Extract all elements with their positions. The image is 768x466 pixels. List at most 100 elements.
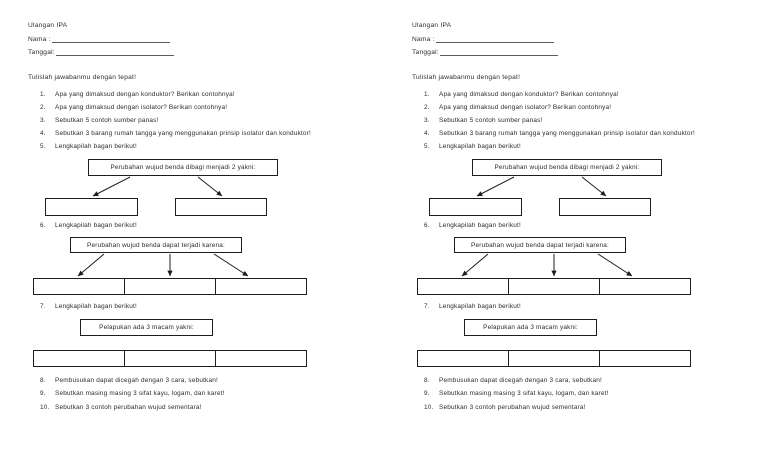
- diagram-3-head-box: Pelapukan ada 3 macam yakni:: [80, 319, 213, 336]
- question-item: 1. Apa yang dimaksud dengan konduktor? B…: [424, 91, 760, 98]
- diagram-2-answer-cell-1[interactable]: [34, 279, 125, 294]
- question-item: 8. Pembusukan dapat dicegah dengan 3 car…: [40, 377, 380, 384]
- question-item: 4. Sebutkan 3 barang rumah tangga yang m…: [40, 130, 376, 137]
- question-number: 5.: [40, 143, 46, 150]
- question-number: 7.: [40, 303, 46, 310]
- date-field-label: Tanggal:: [28, 49, 55, 56]
- question-number: 3.: [424, 117, 430, 124]
- question-text: Lengkapilah bagan berikut!: [55, 143, 137, 150]
- question-item: 9. Sebutkan masing masing 3 sifat kayu, …: [40, 390, 380, 398]
- diagram-1-answer-box-1[interactable]: [429, 198, 522, 216]
- question-number: 4.: [40, 130, 46, 137]
- name-field-label: Nama :: [28, 35, 51, 43]
- diagram-2-answer-cell-2[interactable]: [509, 279, 600, 294]
- diagram-1-head-box: Perubahan wujud benda dibagi menjadi 2 y…: [88, 159, 278, 176]
- question-list-top: 1. Apa yang dimaksud dengan konduktor? B…: [40, 91, 376, 157]
- date-field-label: Tanggal:: [412, 49, 439, 56]
- question-number: 2.: [40, 104, 46, 111]
- question-item: 2. Apa yang dimaksud dengan isolator? Be…: [424, 104, 760, 111]
- diagram-2-answer-bar: [417, 278, 691, 295]
- prompt-question-7: 7. Lengkapilah bagan berikut!: [424, 303, 521, 310]
- diagram-3-answer-cell-3[interactable]: [600, 351, 690, 366]
- diagram-1-answer-box-2[interactable]: [559, 198, 651, 216]
- question-text: Sebutkan masing masing 3 sifat kayu, log…: [439, 390, 609, 398]
- question-text: Lengkapilah bagan berikut!: [439, 303, 521, 310]
- page-title: Ulangan IPA: [412, 22, 452, 29]
- question-number: 7.: [424, 303, 430, 310]
- question-number: 4.: [424, 130, 430, 137]
- question-number: 6.: [424, 222, 430, 229]
- question-item: 3. Sebutkan 5 contoh sumber panas!: [424, 117, 760, 124]
- diagram-3-answer-bar: [33, 350, 307, 367]
- question-text: Lengkapilah bagan berikut!: [55, 303, 137, 310]
- question-text: Apa yang dimaksud dengan konduktor? Beri…: [55, 91, 235, 98]
- name-field-row: Nama :: [412, 36, 742, 43]
- diagram-2-answer-cell-1[interactable]: [418, 279, 509, 294]
- diagram-2-answer-cell-2[interactable]: [125, 279, 216, 294]
- question-list-bottom: 8. Pembusukan dapat dicegah dengan 3 car…: [40, 377, 380, 418]
- question-item: 10. Sebutkan 3 contoh perubahan wujud se…: [424, 403, 764, 411]
- diagram-3-answer-bar: [417, 350, 691, 367]
- diagram-2-answer-bar: [33, 278, 307, 295]
- diagram-3-answer-cell-3[interactable]: [216, 351, 306, 366]
- page-title: Ulangan IPA: [28, 22, 68, 29]
- question-number: 6.: [40, 222, 46, 229]
- question-number: 8.: [424, 377, 430, 384]
- diagram-1-answer-box-2[interactable]: [175, 198, 267, 216]
- date-field-row: Tanggal:: [412, 49, 742, 56]
- question-number: 9.: [424, 390, 430, 398]
- question-text: Sebutkan 5 contoh sumber panas!: [439, 117, 543, 124]
- date-field-row: Tanggal:: [28, 49, 358, 56]
- prompt-question-6: 6. Lengkapilah bagan berikut!: [40, 222, 137, 229]
- diagram-2-answer-cell-3[interactable]: [216, 279, 306, 294]
- diagram-3-answer-cell-1[interactable]: [418, 351, 509, 366]
- question-number: 9.: [40, 390, 46, 398]
- question-text: Sebutkan 3 contoh perubahan wujud sement…: [55, 403, 202, 411]
- diagram-2-head-box: Perubahan wujud benda dapat terjadi kare…: [70, 237, 242, 253]
- question-number: 10.: [424, 403, 434, 411]
- diagram-3-answer-cell-2[interactable]: [125, 351, 216, 366]
- instruction-text: Tulislah jawabanmu dengan tepat!: [412, 74, 521, 81]
- question-item: 1. Apa yang dimaksud dengan konduktor? B…: [40, 91, 376, 98]
- question-item: 10. Sebutkan 3 contoh perubahan wujud se…: [40, 403, 380, 411]
- question-number: 1.: [40, 91, 46, 98]
- worksheet-copy-right: Ulangan IPA Nama : Tanggal: Tulislah jaw…: [384, 0, 768, 466]
- question-item: 5. Lengkapilah bagan berikut!: [424, 143, 760, 150]
- header-block: Ulangan IPA Nama : Tanggal:: [28, 22, 358, 63]
- diagram-2-head-box: Perubahan wujud benda dapat terjadi kare…: [454, 237, 626, 253]
- diagram-2-answer-cell-3[interactable]: [600, 279, 690, 294]
- diagram-3-answer-cell-2[interactable]: [509, 351, 600, 366]
- question-text: Sebutkan 3 barang rumah tangga yang meng…: [55, 130, 311, 137]
- name-field-input[interactable]: [51, 37, 170, 43]
- question-text: Apa yang dimaksud dengan isolator? Berik…: [439, 104, 612, 111]
- header-block: Ulangan IPA Nama : Tanggal:: [412, 22, 742, 63]
- diagram-3-answer-cell-1[interactable]: [34, 351, 125, 366]
- question-number: 5.: [424, 143, 430, 150]
- question-list-top: 1. Apa yang dimaksud dengan konduktor? B…: [424, 91, 760, 157]
- question-item: 9. Sebutkan masing masing 3 sifat kayu, …: [424, 390, 764, 398]
- diagram-3-head-box: Pelapukan ada 3 macam yakni:: [464, 319, 597, 336]
- question-text: Pembusukan dapat dicegah dengan 3 cara, …: [55, 377, 218, 384]
- question-number: 8.: [40, 377, 46, 384]
- worksheet-copy-left: Ulangan IPA Nama : Tanggal: Tulislah jaw…: [28, 22, 380, 418]
- prompt-question-6: 6. Lengkapilah bagan berikut!: [424, 222, 521, 229]
- date-field-input[interactable]: [439, 50, 558, 56]
- question-list-bottom: 8. Pembusukan dapat dicegah dengan 3 car…: [424, 377, 764, 418]
- diagram-1-head-box: Perubahan wujud benda dibagi menjadi 2 y…: [472, 159, 662, 176]
- question-text: Sebutkan masing masing 3 sifat kayu, log…: [55, 390, 225, 398]
- name-field-row: Nama :: [28, 36, 358, 43]
- question-number: 10.: [40, 403, 50, 411]
- question-text: Apa yang dimaksud dengan isolator? Berik…: [55, 104, 228, 111]
- question-text: Lengkapilah bagan berikut!: [439, 222, 521, 229]
- question-text: Lengkapilah bagan berikut!: [55, 222, 137, 229]
- question-text: Sebutkan 5 contoh sumber panas!: [55, 117, 159, 124]
- question-text: Lengkapilah bagan berikut!: [439, 143, 521, 150]
- question-item: 5. Lengkapilah bagan berikut!: [40, 143, 376, 150]
- name-field-input[interactable]: [435, 37, 554, 43]
- date-field-input[interactable]: [55, 50, 174, 56]
- prompt-question-7: 7. Lengkapilah bagan berikut!: [40, 303, 137, 310]
- question-number: 1.: [424, 91, 430, 98]
- question-number: 2.: [424, 104, 430, 111]
- diagram-1-answer-box-1[interactable]: [45, 198, 138, 216]
